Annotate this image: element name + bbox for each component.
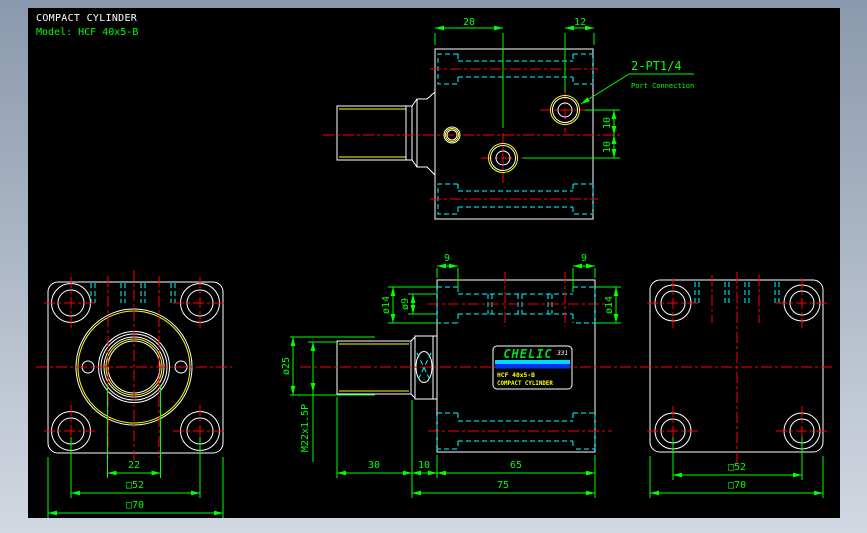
dim-label: 10 (418, 460, 430, 471)
dim-label: 28 (463, 17, 475, 28)
drawing-title: COMPACT CYLINDER (36, 13, 138, 24)
dim-label: 9 (581, 253, 587, 264)
dim-label: M22x1.5P (300, 404, 311, 452)
drawing-canvas[interactable] (28, 8, 840, 518)
hidden-counterbore (436, 286, 458, 324)
nameplate-border (492, 345, 573, 390)
front-view: 22 □52 □70 (36, 270, 232, 518)
top-rod-outline (336, 105, 413, 161)
port-upper (550, 95, 580, 125)
dim-label: 30 (368, 460, 380, 471)
port-lower (488, 143, 518, 173)
dim-label: 75 (497, 480, 509, 491)
nameplate: CHELIC 331 HCF 40x5-B COMPACT CYLINDER (492, 345, 573, 390)
side-collar-chamfer (410, 393, 416, 399)
dim-label: □52 (126, 480, 144, 491)
dim-label: ø14 (381, 296, 392, 314)
dim-label: 9 (444, 253, 450, 264)
top-body-outline (434, 48, 594, 220)
hidden-counterbore (436, 412, 458, 450)
dim-label: 65 (510, 460, 522, 471)
side-view: CHELIC 331 HCF 40x5-B COMPACT CYLINDER (281, 253, 652, 498)
pilot-hole (443, 126, 461, 144)
leader-text-port: 2-PT1/4 (631, 59, 682, 73)
dim-label: 10 (602, 141, 613, 153)
pilot-hole (446, 129, 458, 141)
side-collar-chamfer (410, 336, 416, 342)
dim-label: ø14 (604, 296, 615, 314)
leader-line (580, 73, 630, 105)
hidden-thread-marks (694, 282, 780, 304)
dim-label: □70 (126, 500, 144, 511)
title-block: COMPACT CYLINDER Model: HCF 40x5-B (36, 13, 138, 38)
drawing-model: Model: HCF 40x5-B (36, 27, 138, 38)
nameplate-model: HCF 40x5-B (497, 372, 535, 379)
dim-label: 22 (128, 460, 140, 471)
right-view: □52 □70 (641, 272, 832, 498)
pilot-hole-thread (445, 128, 459, 142)
nameplate-stripe-cyan (495, 360, 570, 364)
dim-label: 10 (602, 117, 613, 129)
dim-label: ø25 (281, 357, 292, 375)
nameplate-brand: CHELIC (503, 347, 552, 361)
hidden-thread-marks (90, 283, 176, 303)
dim-label: 12 (574, 17, 586, 28)
nameplate-code: 331 (556, 350, 568, 357)
nameplate-product: COMPACT CYLINDER (497, 381, 553, 387)
dim-label: □70 (728, 480, 746, 491)
leader-text-port-sub: Port Connection (631, 82, 694, 90)
top-collar-bottom (411, 159, 436, 176)
dim-label: □52 (728, 462, 746, 473)
nameplate-stripe-blue (495, 364, 570, 369)
dim-label: ø9 (400, 298, 411, 310)
top-collar-top (411, 91, 436, 107)
hidden-counterbore (573, 286, 596, 324)
top-view: 28 12 10 10 2-PT1/4 Port Connection (323, 17, 694, 220)
